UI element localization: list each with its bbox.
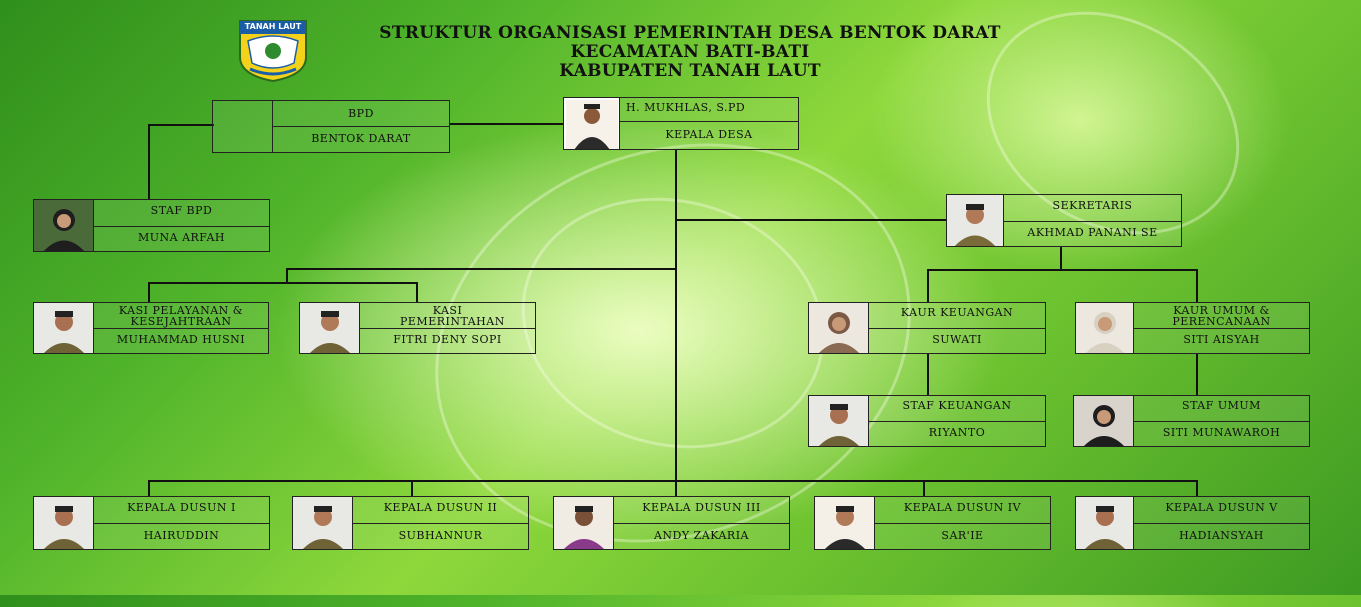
portrait-photo xyxy=(809,303,869,353)
staf-keuangan-box: STAF KEUANGAN RIYANTO xyxy=(808,395,1046,447)
portrait-photo xyxy=(34,303,94,353)
connector-line xyxy=(148,480,1198,482)
connector-line xyxy=(675,480,677,496)
connector-line xyxy=(1060,247,1062,270)
kepala-dusun-1-name: HAIRUDDIN xyxy=(143,529,220,542)
connector-line xyxy=(676,219,946,221)
kaur-umum-name: SITI AISYAH xyxy=(1183,333,1260,346)
kasi-pemerintahan-role: KASI PEMERINTAHAN xyxy=(360,303,535,329)
connector-line xyxy=(675,150,677,482)
sekretaris-name: AKHMAD PANANI SE xyxy=(1027,226,1158,239)
kepala-dusun-2-box: KEPALA DUSUN II SUBHANNUR xyxy=(292,496,529,550)
connector-line xyxy=(927,269,1197,271)
connector-line xyxy=(148,124,150,200)
connector-line xyxy=(1196,480,1198,496)
kepala-dusun-3-name: ANDY ZAKARIA xyxy=(653,529,750,542)
connector-line xyxy=(1196,269,1198,302)
portrait-photo xyxy=(564,98,620,149)
kepala-desa-role: H. MUKHLAS, S.PD xyxy=(620,98,798,122)
logo-text: TANAH LAUT xyxy=(244,22,302,31)
kaur-keuangan-role: KAUR KEUANGAN xyxy=(869,303,1045,329)
title-line-3: KABUPATEN TANAH LAUT xyxy=(559,61,821,81)
kepala-desa-name: KEPALA DESA xyxy=(665,128,753,141)
page-title: STRUKTUR ORGANISASI PEMERINTAH DESA BENT… xyxy=(330,24,1050,81)
connector-line xyxy=(411,480,413,496)
portrait-photo xyxy=(1076,303,1134,353)
title-line-1: STRUKTUR ORGANISASI PEMERINTAH DESA BENT… xyxy=(379,23,1001,43)
connector-line xyxy=(927,269,929,302)
kepala-dusun-3-role: KEPALA DUSUN III xyxy=(614,497,789,524)
connector-line xyxy=(927,354,929,395)
portrait-photo xyxy=(947,195,1004,246)
tanah-laut-logo: TANAH LAUT xyxy=(236,17,310,83)
portrait-photo xyxy=(1076,497,1134,549)
connector-line xyxy=(1196,354,1198,395)
kasi-pelayanan-role: KASI PELAYANAN & KESEJAHTRAAN xyxy=(94,303,268,329)
kasi-pemerintahan-box: KASI PEMERINTAHAN FITRI DENY SOPI xyxy=(299,302,536,354)
kepala-dusun-1-role: KEPALA DUSUN I xyxy=(94,497,269,524)
connector-line xyxy=(449,123,564,125)
kepala-dusun-3-box: KEPALA DUSUN III ANDY ZAKARIA xyxy=(553,496,790,550)
photo-placeholder xyxy=(213,101,273,152)
kepala-dusun-5-box: KEPALA DUSUN V HADIANSYAH xyxy=(1075,496,1310,550)
connector-line xyxy=(923,480,925,496)
background-swirl xyxy=(493,164,853,482)
kaur-keuangan-name: SUWATI xyxy=(932,333,982,346)
bpd-role: BPD xyxy=(273,101,449,127)
kepala-dusun-5-name: HADIANSYAH xyxy=(1179,529,1264,542)
staf-keuangan-role: STAF KEUANGAN xyxy=(869,396,1045,422)
bpd-box: BPD BENTOK DARAT xyxy=(212,100,450,153)
staf-bpd-role: STAF BPD xyxy=(94,200,269,227)
connector-line xyxy=(148,282,150,302)
connector-line xyxy=(148,480,150,496)
kepala-desa-box: H. MUKHLAS, S.PD KEPALA DESA xyxy=(563,97,799,150)
staf-umum-name: SITI MUNAWAROH xyxy=(1162,426,1281,439)
staf-umum-role: STAF UMUM xyxy=(1134,396,1309,422)
kasi-pelayanan-name: MUHAMMAD HUSNI xyxy=(116,333,246,346)
title-line-2: KECAMATAN BATI-BATI xyxy=(570,42,810,62)
portrait-photo xyxy=(815,497,875,549)
portrait-photo xyxy=(300,303,360,353)
connector-line xyxy=(148,124,214,126)
kaur-keuangan-box: KAUR KEUANGAN SUWATI xyxy=(808,302,1046,354)
connector-line xyxy=(286,268,288,283)
kepala-dusun-4-role: KEPALA DUSUN IV xyxy=(875,497,1050,524)
portrait-photo xyxy=(34,200,94,251)
kasi-pelayanan-box: KASI PELAYANAN & KESEJAHTRAAN MUHAMMAD H… xyxy=(33,302,269,354)
kepala-dusun-2-name: SUBHANNUR xyxy=(398,529,483,542)
sekretaris-box: SEKRETARIS AKHMAD PANANI SE xyxy=(946,194,1182,247)
kepala-dusun-2-role: KEPALA DUSUN II xyxy=(353,497,528,524)
staf-bpd-name: MUNA ARFAH xyxy=(137,231,226,244)
connector-line xyxy=(286,268,676,270)
portrait-photo xyxy=(1074,396,1134,446)
staf-bpd-box: STAF BPD MUNA ARFAH xyxy=(33,199,270,252)
staf-umum-box: STAF UMUM SITI MUNAWAROH xyxy=(1073,395,1310,447)
portrait-photo xyxy=(34,497,94,549)
kepala-dusun-5-role: KEPALA DUSUN V xyxy=(1134,497,1309,524)
connector-line xyxy=(416,282,418,302)
sekretaris-role: SEKRETARIS xyxy=(1004,195,1181,222)
portrait-photo xyxy=(554,497,614,549)
connector-line xyxy=(148,282,418,284)
kasi-pemerintahan-name: FITRI DENY SOPI xyxy=(393,333,502,346)
bpd-name: BENTOK DARAT xyxy=(311,132,411,145)
kepala-dusun-4-box: KEPALA DUSUN IV SAR'IE xyxy=(814,496,1051,550)
staf-keuangan-name: RIYANTO xyxy=(928,426,986,439)
kaur-umum-role: KAUR UMUM & PERENCANAAN xyxy=(1134,303,1309,329)
kaur-umum-box: KAUR UMUM & PERENCANAAN SITI AISYAH xyxy=(1075,302,1310,354)
portrait-photo xyxy=(809,396,869,446)
kepala-dusun-4-name: SAR'IE xyxy=(941,529,984,542)
kepala-dusun-1-box: KEPALA DUSUN I HAIRUDDIN xyxy=(33,496,270,550)
portrait-photo xyxy=(293,497,353,549)
